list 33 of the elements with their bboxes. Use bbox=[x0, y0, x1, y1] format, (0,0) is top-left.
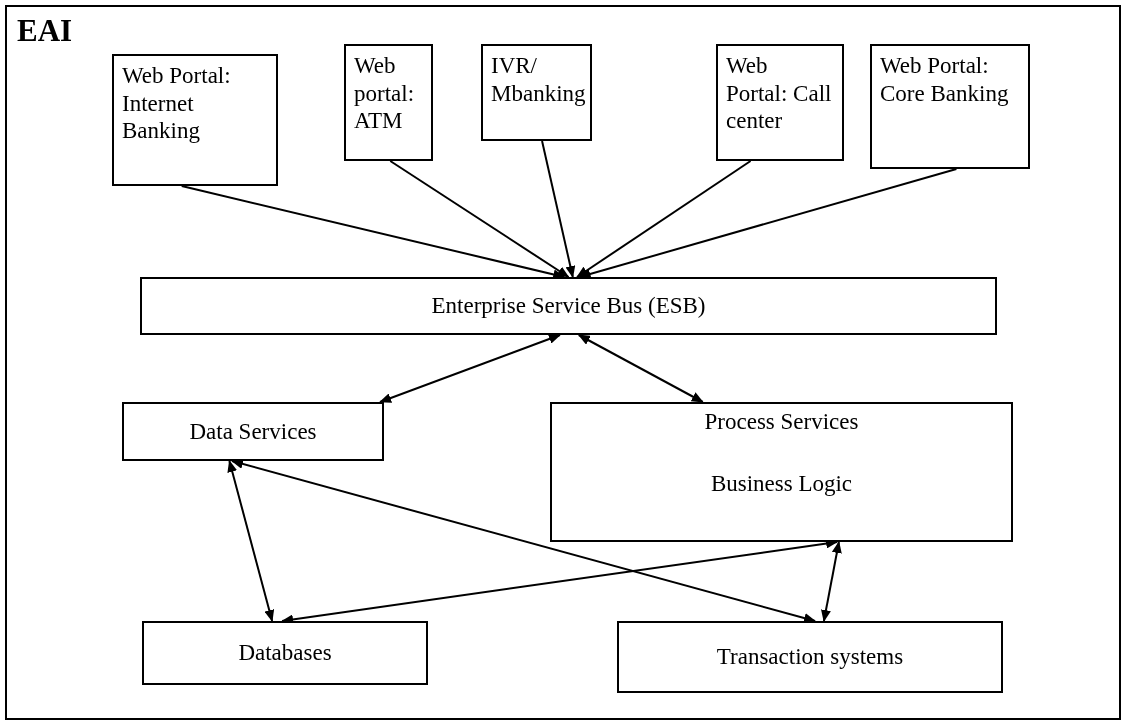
box-label: IVR/ Mbanking bbox=[491, 52, 586, 108]
box-label: Web Portal: Call center bbox=[726, 52, 833, 135]
process-box bbox=[870, 44, 1030, 169]
box-label: Databases bbox=[238, 639, 332, 667]
box-label: Data Services bbox=[189, 417, 317, 446]
arrow bbox=[577, 334, 704, 403]
process-box bbox=[617, 621, 1003, 693]
arrow bbox=[389, 160, 570, 278]
process-box bbox=[344, 44, 433, 161]
arrow bbox=[576, 160, 752, 278]
process-box bbox=[550, 402, 1013, 542]
arrow bbox=[578, 168, 958, 279]
arrow bbox=[821, 541, 842, 622]
process-box bbox=[142, 621, 428, 685]
arrow bbox=[541, 140, 576, 278]
arrow bbox=[227, 460, 275, 622]
frame-title: EAI bbox=[17, 13, 73, 49]
box-label: Web portal: ATM bbox=[354, 52, 416, 135]
box-label: Web Portal: Internet Banking bbox=[122, 62, 232, 145]
process-box bbox=[122, 402, 384, 461]
box-label: Process Services bbox=[704, 408, 859, 436]
arrow bbox=[231, 459, 816, 623]
box-label: Business Logic bbox=[710, 469, 853, 498]
frame-box bbox=[5, 5, 1121, 720]
arrow bbox=[180, 185, 566, 280]
box-label: Enterprise Service Bus (ESB) bbox=[431, 292, 706, 320]
process-box bbox=[481, 44, 592, 141]
process-box bbox=[716, 44, 844, 161]
arrow bbox=[379, 334, 561, 403]
process-box bbox=[140, 277, 997, 335]
process-box bbox=[112, 54, 278, 186]
box-label: Transaction systems bbox=[716, 643, 904, 671]
box-label: Web Portal: Core Banking bbox=[880, 52, 1010, 108]
